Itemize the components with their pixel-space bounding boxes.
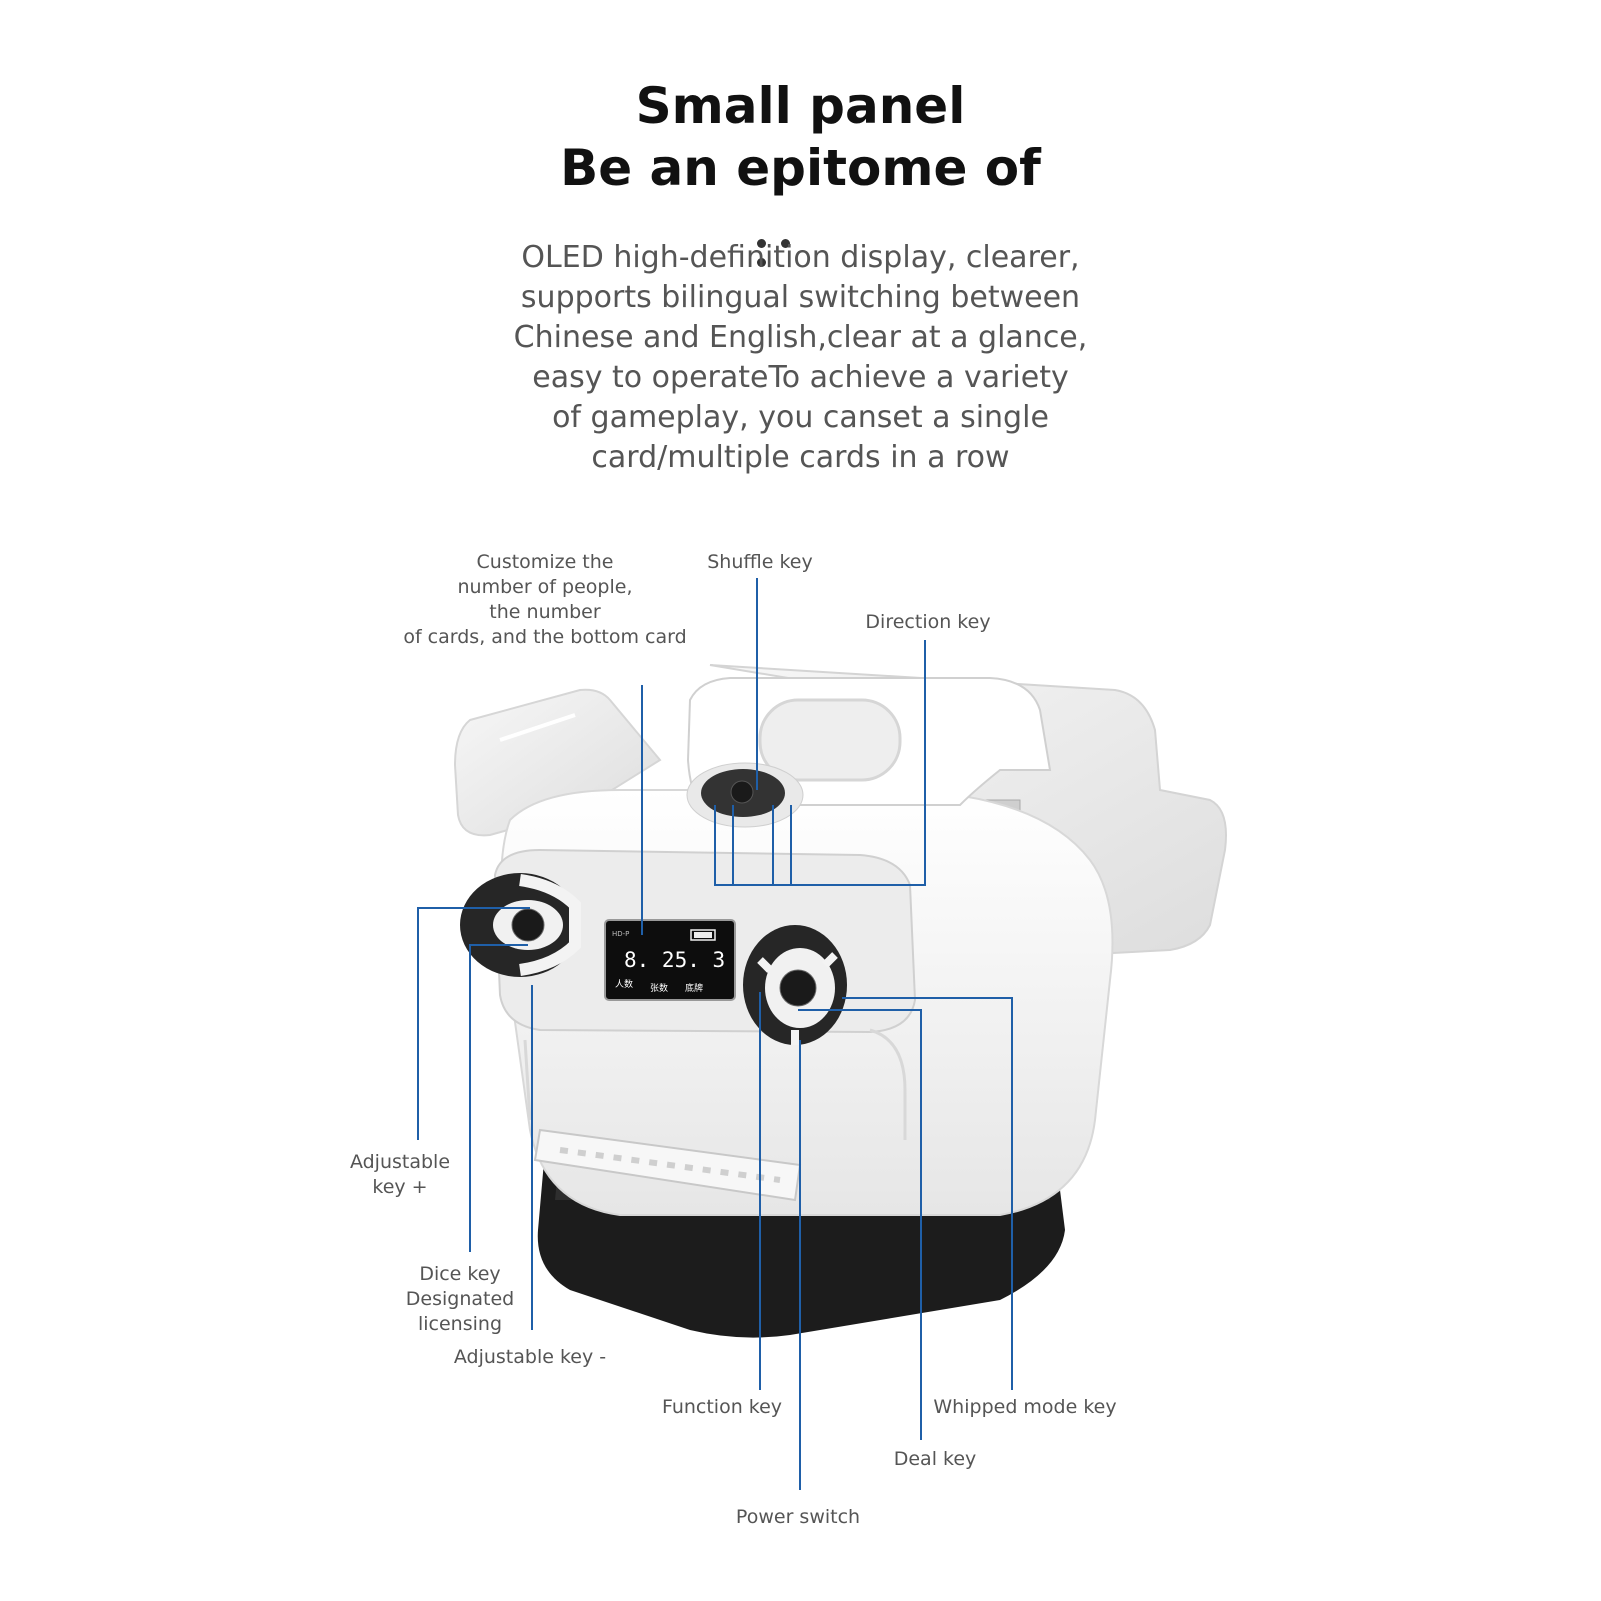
callout-customize-line-4: of cards, and the bottom card [403,626,687,648]
description-line-4: easy to operateTo achieve a variety [532,360,1069,395]
callout-adjustable-plus-line-2: key + [372,1176,428,1198]
callout-customize-line-2: number of people, [457,576,633,598]
top-control-pad [686,762,804,828]
display-label-people: 人数 [615,978,633,990]
ellipsis-dots-icon [757,233,817,267]
callout-shuffle-key: Shuffle key [707,551,813,573]
card-slot-window [758,698,902,782]
callout-customize-line-1: Customize the [476,551,614,573]
callout-whipped-mode-key: Whipped mode key [933,1396,1117,1418]
callout-customize: Customize the number of people, the numb… [403,550,686,650]
callout-deal-key: Deal key [893,1448,977,1470]
callout-dice-line-3: licensing [417,1313,503,1335]
headline-line-2: Be an epitome of [560,139,1041,197]
callout-function-key: Function key [661,1396,783,1418]
display-reading: 8. 25. 3 [624,948,725,972]
description-line-1: OLED high-definition display, clearer, [521,240,1080,275]
left-button-cluster [460,873,581,977]
callout-customize-line-3: the number [489,601,601,623]
display-brand: HD-P [612,930,629,938]
callout-adjustable-plus: Adjustable key + [350,1150,450,1200]
left-card-tray [453,688,662,837]
callout-power-switch: Power switch [735,1506,861,1528]
oled-display: HD-P 8. 25. 3 人数 张数 底牌 [604,919,736,1001]
callout-adjustable-plus-line-1: Adjustable [349,1151,451,1173]
display-label-bottom: 底牌 [685,982,703,994]
description-line-6: card/multiple cards in a row [591,440,1010,475]
callout-dice-line-1: Dice key [419,1263,501,1285]
description-line-5: of gameplay, you canset a single [552,400,1049,435]
callout-direction-key: Direction key [865,611,991,633]
description-line-2: supports bilingual switching between [520,280,1081,315]
description-line-3: Chinese and English,clear at a glance, [513,320,1088,355]
callout-dice-line-2: Designated [405,1288,515,1310]
card-output-slot [533,1128,802,1202]
callout-lines [417,578,1013,1490]
right-button-cluster [743,925,847,1045]
callout-dice-key: Dice key Designated licensing [406,1262,514,1337]
headline-line-1: Small panel [635,77,966,135]
display-label-cards: 张数 [650,982,668,994]
callout-adjustable-minus: Adjustable key - [453,1346,607,1368]
